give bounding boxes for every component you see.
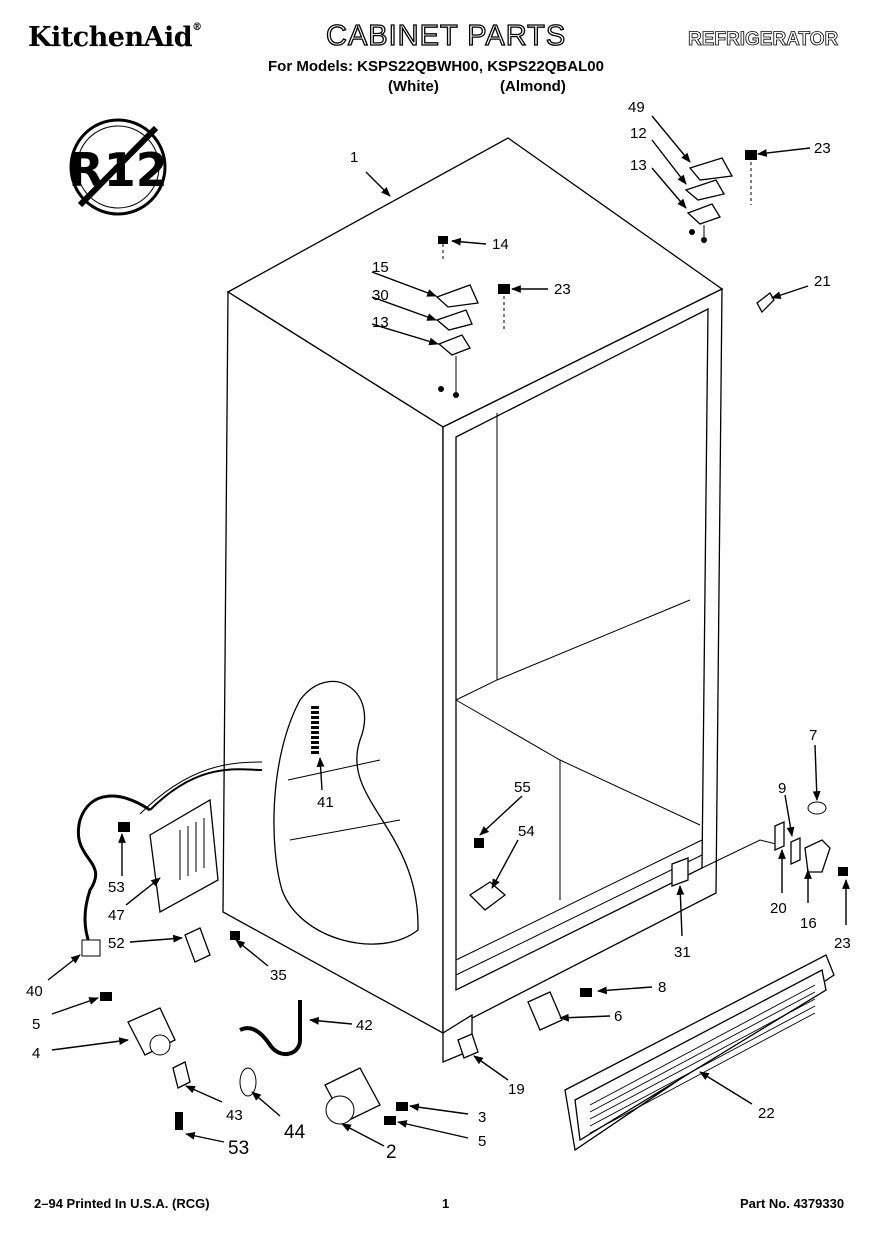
callout-23b: 23 xyxy=(554,281,571,298)
top-hinge-assembly-center xyxy=(435,236,510,398)
callout-15: 15 xyxy=(372,259,389,276)
callout-23c: 23 xyxy=(834,935,851,952)
callout-54: 54 xyxy=(518,823,535,840)
callout-1: 1 xyxy=(350,149,358,166)
variant-almond: (Almond) xyxy=(500,78,566,95)
callout-2: 2 xyxy=(386,1142,397,1163)
callout-14: 14 xyxy=(492,236,509,253)
callout-49: 49 xyxy=(628,99,645,116)
callout-35: 35 xyxy=(270,967,287,984)
callout-6: 6 xyxy=(614,1008,622,1025)
misc-parts xyxy=(76,292,848,1130)
callout-53b: 53 xyxy=(228,1138,249,1159)
callout-44: 44 xyxy=(284,1122,306,1143)
callout-13a: 13 xyxy=(630,157,647,174)
callout-47: 47 xyxy=(108,907,125,924)
leader-lines xyxy=(47,115,850,1147)
callout-31: 31 xyxy=(674,944,691,961)
brand-logo: KitchenAid® xyxy=(28,22,202,53)
variant-white: (White) xyxy=(388,78,439,95)
print-info: 2–94 Printed In U.S.A. (RCG) xyxy=(34,1196,210,1211)
callout-13b: 13 xyxy=(372,314,389,331)
no-r12-icon: R12 xyxy=(68,118,168,216)
callout-5b: 5 xyxy=(478,1133,486,1150)
callout-7: 7 xyxy=(809,727,817,744)
callout-42: 42 xyxy=(356,1017,373,1034)
callout-4: 4 xyxy=(32,1045,40,1062)
page-number: 1 xyxy=(442,1196,450,1211)
part-number: Part No. 4379330 xyxy=(740,1196,845,1211)
callout-20: 20 xyxy=(770,900,787,917)
callout-8: 8 xyxy=(658,979,666,996)
callout-labels: 1 49 12 13 23 14 15 23 30 13 21 41 7 9 5… xyxy=(26,99,851,1163)
callout-12: 12 xyxy=(630,125,647,142)
toe-grille xyxy=(564,954,835,1152)
top-hinge-assembly-right xyxy=(684,150,757,243)
models-line: For Models: KSPS22QBWH00, KSPS22QBAL00 xyxy=(268,58,604,75)
callout-19: 19 xyxy=(508,1081,525,1098)
callout-52: 52 xyxy=(108,935,125,952)
callout-55: 55 xyxy=(514,779,531,796)
callout-5a: 5 xyxy=(32,1016,40,1033)
cabinet-body xyxy=(222,137,781,1063)
appliance-category: REFRIGERATOR xyxy=(688,29,839,51)
callout-9: 9 xyxy=(778,780,786,797)
callout-3: 3 xyxy=(478,1109,486,1126)
callout-43: 43 xyxy=(226,1107,243,1124)
page-title: CABINET PARTS xyxy=(325,19,567,52)
callout-41: 41 xyxy=(317,794,334,811)
callout-16: 16 xyxy=(800,915,817,932)
callout-22: 22 xyxy=(758,1105,775,1122)
callout-21: 21 xyxy=(814,273,831,290)
callout-40: 40 xyxy=(26,983,43,1000)
callout-23a: 23 xyxy=(814,140,831,157)
callout-30: 30 xyxy=(372,287,389,304)
callout-53a: 53 xyxy=(108,879,125,896)
